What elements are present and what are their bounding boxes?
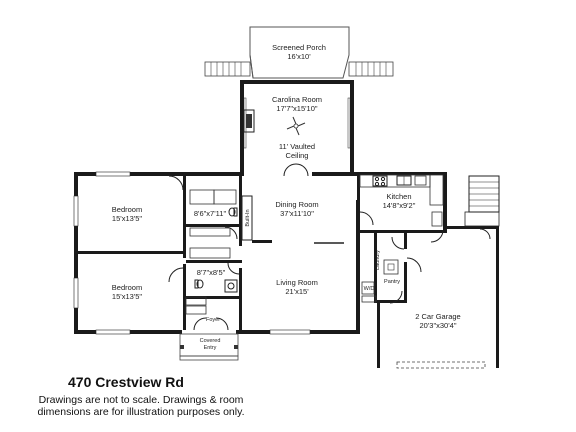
carolina-room-dims: 17'7"x15'10" xyxy=(276,104,317,113)
kitchen-dims: 14'8"x9'2" xyxy=(383,201,416,210)
porch-left-steps-icon xyxy=(204,61,251,77)
bath-2-dims: 8'7"x8'5" xyxy=(197,268,226,277)
kitchen-name: Kitchen xyxy=(386,192,411,201)
screened-porch-name: Screened Porch xyxy=(272,43,326,52)
stairs-icon xyxy=(464,175,500,227)
kitchen-block: Kitchen 14'8"x9'2" Laundry Pantry W/D xyxy=(357,172,447,304)
foyer-entry: Foyer Covered Entry xyxy=(179,317,239,361)
dining-room-dims: 37'x11'10" xyxy=(280,209,314,218)
fireplace-icon xyxy=(243,109,255,133)
ceiling-fan-icon xyxy=(286,116,306,136)
pantry-name: Pantry xyxy=(384,279,400,285)
property-address: 470 Crestview Rd xyxy=(68,374,184,390)
bath-1-dims: 8'6"x7'11" xyxy=(194,209,227,218)
garage-name: 2 Car Garage xyxy=(415,312,460,321)
bath-2-toilet-icon xyxy=(194,279,204,289)
carolina-room-note-2: Ceiling xyxy=(286,151,309,160)
interior-walls xyxy=(78,175,344,330)
kitchen-sink-icon xyxy=(396,175,412,186)
bath-1-toilet-icon xyxy=(228,207,238,217)
stove-icon xyxy=(372,175,388,187)
foyer-name: Foyer xyxy=(206,317,220,323)
living-room-name: Living Room xyxy=(276,278,318,287)
bedroom-2-dims: 15'x13'5" xyxy=(112,292,142,301)
bedroom-1-door-swing-icon xyxy=(168,175,184,191)
built-in-name: Built-In xyxy=(245,209,251,226)
screened-porch: Screened Porch 16'x10' xyxy=(204,26,394,79)
bedroom-2-name: Bedroom xyxy=(112,283,142,292)
bedroom-1-dims: 15'x13'5" xyxy=(112,214,142,223)
scale-disclaimer: Drawings are not to scale. Drawings & ro… xyxy=(37,394,245,418)
bedroom-2-door-swing-icon xyxy=(168,267,184,283)
porch-right-steps-icon xyxy=(348,61,394,77)
garage: 2 Car Garage 20'3"x30'4" xyxy=(377,226,499,369)
laundry-name: Laundry xyxy=(375,250,381,270)
carolina-room-name: Carolina Room xyxy=(272,95,322,104)
bedroom-1-name: Bedroom xyxy=(112,205,142,214)
covered-entry-name-1: Covered xyxy=(200,338,221,344)
garage-dims: 20'3"x30'4" xyxy=(420,321,457,330)
living-room-dims: 21'x15' xyxy=(285,287,309,296)
covered-entry-name-2: Entry xyxy=(204,345,217,351)
main-house-walls xyxy=(73,171,447,335)
wd-name: W/D xyxy=(364,286,375,292)
carolina-room: Carolina Room 17'7"x15'10" 11' Vaulted C… xyxy=(240,80,354,177)
screened-porch-dims: 16'x10' xyxy=(287,52,311,61)
carolina-door-swing-icon xyxy=(283,163,309,177)
carolina-room-note-1: 11' Vaulted xyxy=(279,142,315,151)
bath-2-sink-icon xyxy=(224,279,238,293)
dining-room-name: Dining Room xyxy=(275,200,318,209)
